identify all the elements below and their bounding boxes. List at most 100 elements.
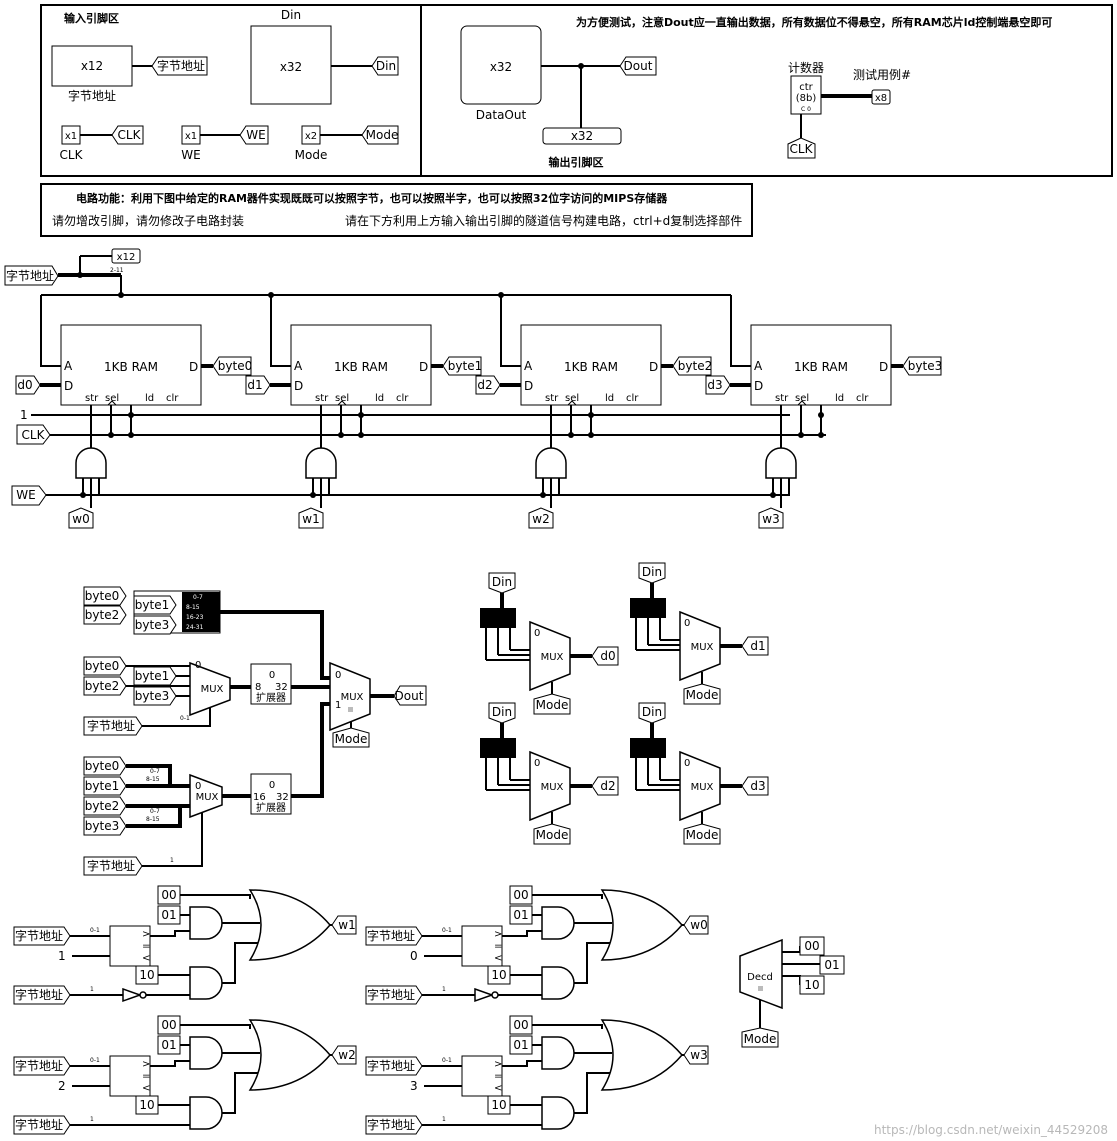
- write-mode-tunnel-1[interactable]: [683, 683, 721, 705]
- svg-text:byte0: byte0: [85, 759, 119, 773]
- write-din-tunnel-0[interactable]: [488, 572, 516, 594]
- mode-decoder: Decd 00 01 10 Mode: [739, 936, 845, 1048]
- and-lower-3: [541, 1096, 575, 1130]
- ext8-block: [250, 663, 292, 705]
- readout-addr-tunnel-1[interactable]: [83, 716, 143, 736]
- dout-out-tunnel[interactable]: [393, 685, 427, 706]
- write-din-tunnel-2[interactable]: [488, 702, 516, 724]
- svg-text:str: str: [85, 393, 99, 404]
- svg-text:d2: d2: [600, 779, 615, 793]
- write-dout-tunnel-2[interactable]: [591, 776, 619, 796]
- write-dout-tunnel-0[interactable]: [591, 646, 619, 666]
- svg-text:Din: Din: [492, 705, 512, 719]
- svg-text:0-7: 0-7: [193, 594, 203, 601]
- svg-text:10: 10: [491, 968, 506, 982]
- ram-addr-tunnel[interactable]: [4, 265, 59, 286]
- ram-din-tunnel-0[interactable]: [15, 375, 41, 395]
- ram-and-gate-0: [75, 447, 107, 479]
- mode-tunnel[interactable]: [361, 125, 399, 145]
- svg-text:CLK: CLK: [790, 142, 814, 156]
- readout-mode-tunnel[interactable]: [332, 727, 370, 748]
- ram-byte-tunnel-0[interactable]: [212, 356, 252, 376]
- header-border: [40, 4, 1113, 177]
- logic-addr-tunnel-a-2: [13, 1056, 71, 1076]
- svg-text:字节地址: 字节地址: [367, 987, 415, 1002]
- readout-b-byte-0: [83, 656, 127, 676]
- decoder-mode-tunnel[interactable]: [741, 1027, 779, 1048]
- svg-text:byte0: byte0: [85, 659, 119, 673]
- svg-text:Decd: Decd: [747, 972, 773, 983]
- clk-tunnel[interactable]: [111, 125, 144, 145]
- counter-clk-tunnel[interactable]: [787, 137, 816, 159]
- svg-text:字节地址: 字节地址: [367, 1058, 415, 1073]
- readout-c-byte-2: [83, 796, 127, 816]
- write-din-tunnel-1[interactable]: [638, 562, 666, 584]
- svg-text:byte2: byte2: [85, 799, 119, 813]
- svg-text:D: D: [64, 379, 73, 393]
- ram-we-tunnel[interactable]: [11, 485, 47, 506]
- we-width: x1: [185, 131, 197, 142]
- svg-text:Mode: Mode: [536, 698, 569, 712]
- logic-w-tunnel-2[interactable]: [331, 1045, 357, 1065]
- addr-pin-caption: 字节地址: [68, 88, 116, 103]
- svg-text:ld: ld: [605, 393, 614, 404]
- write-dout-tunnel-3[interactable]: [741, 776, 769, 796]
- din-tunnel[interactable]: [371, 56, 399, 76]
- mode-tunnel-label: Mode: [366, 128, 399, 142]
- ram-byte-tunnel-1[interactable]: [442, 356, 482, 376]
- svg-text:clr: clr: [626, 393, 639, 404]
- ram-we-tunnel-3[interactable]: [758, 507, 784, 529]
- ram-and-gate-3: [765, 447, 797, 479]
- we-caption: WE: [181, 148, 200, 162]
- svg-text:扩展器: 扩展器: [256, 691, 286, 704]
- ram-din-tunnel-1[interactable]: [245, 375, 271, 395]
- logic-addr-tunnel-b-0: [13, 985, 71, 1005]
- svg-text:byte2: byte2: [85, 608, 119, 622]
- clk-width: x1: [65, 131, 77, 142]
- svg-text:d1: d1: [750, 639, 765, 653]
- svg-text:1KB RAM: 1KB RAM: [334, 360, 388, 374]
- svg-text:00: 00: [513, 1018, 528, 1032]
- ram-byte-tunnel-2[interactable]: [672, 356, 712, 376]
- svg-text:字节地址: 字节地址: [367, 1117, 415, 1132]
- svg-text:MUX: MUX: [541, 782, 564, 793]
- svg-text:ctr: ctr: [799, 82, 813, 93]
- svg-text:d0: d0: [600, 649, 615, 663]
- logic-w-tunnel-1[interactable]: [683, 915, 709, 935]
- desc-line3: 请在下方利用上方输入输出引脚的隧道信号构建电路，ctrl+d复制选择部件: [345, 213, 742, 228]
- ram-we-tunnel-0[interactable]: [68, 507, 94, 529]
- write-mode-tunnel-3[interactable]: [683, 823, 721, 845]
- write-din-tunnel-3[interactable]: [638, 702, 666, 724]
- svg-text:00: 00: [161, 1018, 176, 1032]
- ram-din-tunnel-3[interactable]: [705, 375, 731, 395]
- dout-tunnel[interactable]: [619, 56, 657, 76]
- logic-w-tunnel-3[interactable]: [683, 1045, 709, 1065]
- svg-text:>: >: [142, 1059, 150, 1070]
- write-mode-tunnel-0[interactable]: [533, 693, 571, 715]
- svg-text:str: str: [315, 393, 329, 404]
- svg-text:MUX: MUX: [541, 652, 564, 663]
- svg-text:01: 01: [161, 1038, 176, 1052]
- svg-text:8: 8: [255, 682, 261, 693]
- svg-text:sel: sel: [335, 393, 349, 404]
- svg-text:16-23: 16-23: [186, 614, 204, 621]
- ram-clk-tunnel[interactable]: [16, 424, 51, 445]
- ram-we-tunnel-1[interactable]: [298, 507, 324, 529]
- write-mux-0: [529, 620, 571, 692]
- write-dout-tunnel-1[interactable]: [741, 636, 769, 656]
- svg-text:0: 0: [269, 670, 275, 681]
- logic-w-tunnel-0[interactable]: [331, 915, 357, 935]
- comparator-2: [109, 1055, 151, 1097]
- ram-din-tunnel-2[interactable]: [475, 375, 501, 395]
- svg-text:w0: w0: [690, 918, 707, 932]
- addr-tunnel[interactable]: [151, 56, 208, 76]
- we-tunnel[interactable]: [239, 125, 269, 145]
- write-mode-tunnel-2[interactable]: [533, 823, 571, 845]
- ram-byte-tunnel-3[interactable]: [902, 356, 942, 376]
- readout-addr-tunnel-2[interactable]: [83, 856, 143, 876]
- svg-text:d0: d0: [17, 378, 32, 392]
- ram-we-tunnel-2[interactable]: [528, 507, 554, 529]
- svg-text:byte1: byte1: [448, 359, 482, 373]
